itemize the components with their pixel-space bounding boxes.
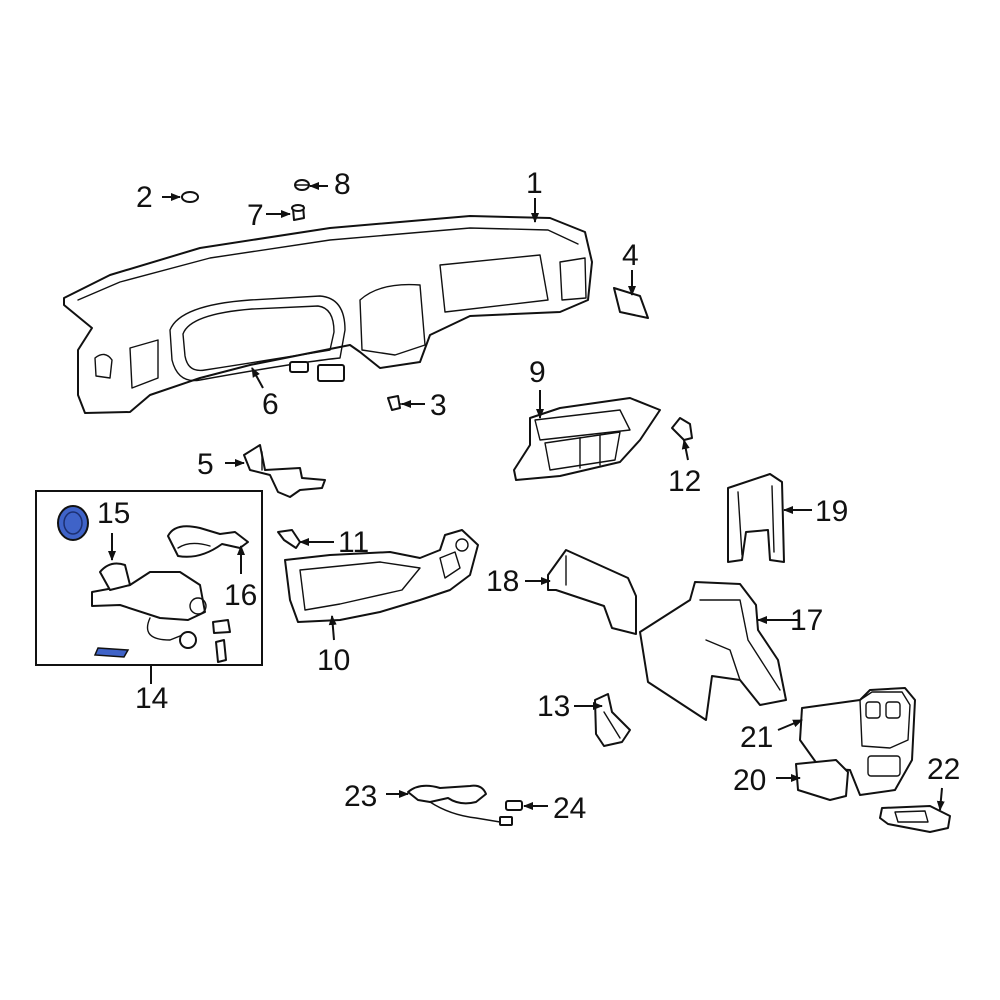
callout-1: 1: [526, 167, 543, 200]
callout-18: 18: [486, 565, 519, 598]
callout-7: 7: [247, 199, 264, 232]
callout-15: 15: [97, 497, 130, 530]
cover-18[interactable]: [547, 549, 637, 635]
leader-lines: [108, 182, 945, 811]
callout-20: 20: [733, 764, 766, 797]
callout-24: 24: [553, 792, 586, 825]
glove-box-door-10[interactable]: [284, 529, 479, 623]
callout-3: 3: [430, 389, 447, 422]
bracket-5[interactable]: [243, 444, 326, 498]
lower-cover-17[interactable]: [639, 581, 787, 721]
callout-10: 10: [317, 644, 350, 677]
callout-23: 23: [344, 780, 377, 813]
bracket-13[interactable]: [594, 693, 631, 747]
socket-24[interactable]: [505, 800, 523, 811]
callout-5: 5: [197, 448, 214, 481]
callout-8: 8: [334, 168, 351, 201]
instrument-panel[interactable]: [63, 215, 593, 414]
clip-11[interactable]: [277, 529, 301, 549]
glove-box-housing-9[interactable]: [513, 397, 661, 481]
wire-harness-23[interactable]: [407, 784, 513, 826]
bezel-22[interactable]: [879, 805, 951, 833]
steering-lock-assembly[interactable]: [91, 562, 231, 663]
lock-cylinder-cap-15[interactable]: [57, 505, 89, 541]
callout-2: 2: [136, 181, 153, 214]
callout-17: 17: [790, 604, 823, 637]
callout-19: 19: [815, 495, 848, 528]
callout-13: 13: [537, 690, 570, 723]
inset-frame-14: [35, 490, 263, 666]
clip-12[interactable]: [671, 417, 693, 441]
callout-6: 6: [262, 388, 279, 421]
highlighted-part-15[interactable]: [57, 505, 89, 541]
ignition-switch-harness-16[interactable]: [167, 525, 249, 558]
callout-22: 22: [927, 753, 960, 786]
callout-labels: 1 2 3 4 5 6 7 8 9 10 11 12 13 14 15 16 1…: [97, 167, 960, 825]
callout-9: 9: [529, 356, 546, 389]
callout-12: 12: [668, 465, 701, 498]
callout-11: 11: [338, 526, 369, 559]
clip-2[interactable]: [181, 191, 199, 203]
callout-4: 4: [622, 239, 639, 272]
clip-7[interactable]: [291, 204, 305, 221]
bracket-19[interactable]: [727, 473, 785, 563]
callout-16: 16: [224, 579, 257, 612]
clip-8[interactable]: [294, 179, 310, 191]
key-tag-highlight[interactable]: [93, 647, 130, 658]
tray-20[interactable]: [795, 759, 849, 801]
callout-14: 14: [135, 682, 168, 715]
callout-21: 21: [740, 721, 773, 754]
